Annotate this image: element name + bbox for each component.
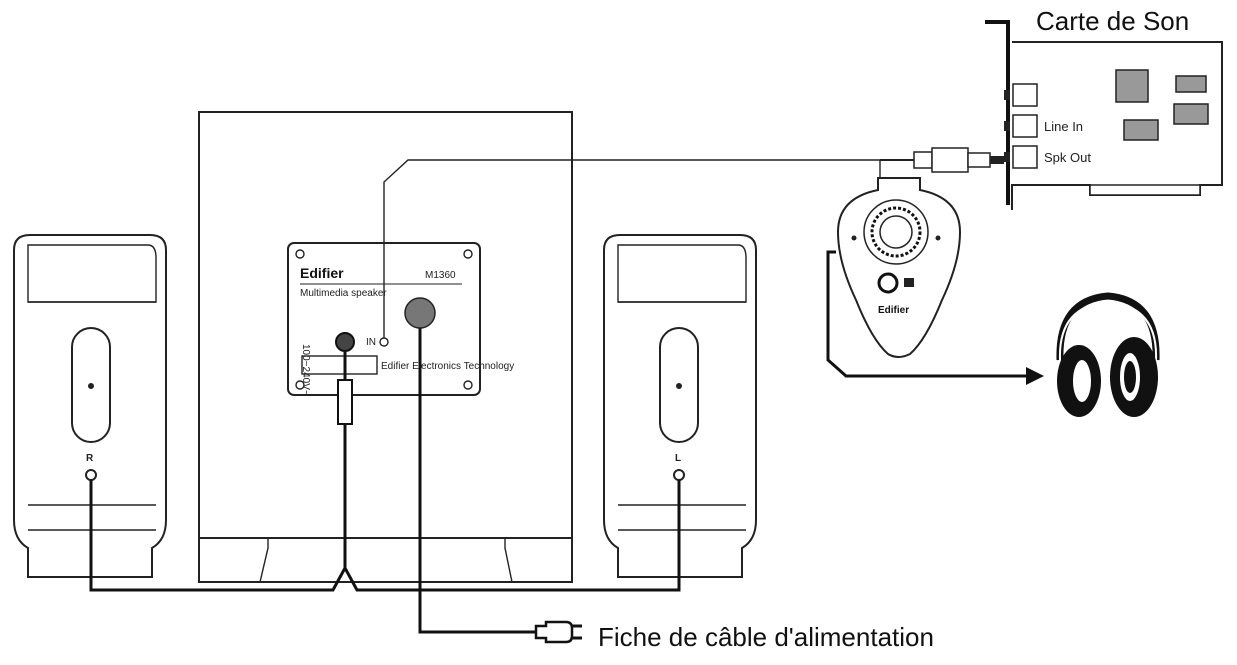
speaker-left-label: L [675,453,681,464]
volume-knob [404,297,436,329]
headphone-cable [826,250,1030,378]
power-cord [418,328,536,634]
audio-input-jack [379,337,389,347]
sound-card-title: Carte de Son [1036,6,1189,36]
speaker-right: R [13,234,167,578]
power-cord-socket [335,332,355,352]
power-plug-label: Fiche de câble d'alimentation [598,622,934,652]
power-plug-icon [534,620,582,644]
speaker-cable-connector [337,379,353,425]
speaker-right-jack [85,469,97,481]
spk-out-plug [880,147,1004,173]
panel-subtitle: Multimedia speaker [300,288,387,299]
port-spk-out: Spk Out [1044,150,1091,165]
panel-input-mark: IN [366,337,376,348]
sound-card-icon [985,20,1223,210]
speaker-right-label: R [86,453,94,464]
speaker-left: L [603,234,757,578]
subwoofer-back-panel: Edifier M1360 Multimedia speaker 100~240… [287,242,514,396]
panel-brand: Edifier [300,265,344,281]
panel-model: M1360 [425,270,456,281]
speaker-cable [89,480,681,592]
headphones-icon [1056,292,1160,417]
panel-voltage: 100~240V~ [300,344,311,396]
control-pod-icon [836,177,962,358]
panel-footer: Edifier Electronics Technology [381,361,514,372]
port-line-in: Line In [1044,119,1083,134]
speaker-left-jack [673,469,685,481]
signal-cable [383,159,881,338]
subwoofer [198,111,573,583]
control-pod-brand: Edifier [878,305,909,316]
